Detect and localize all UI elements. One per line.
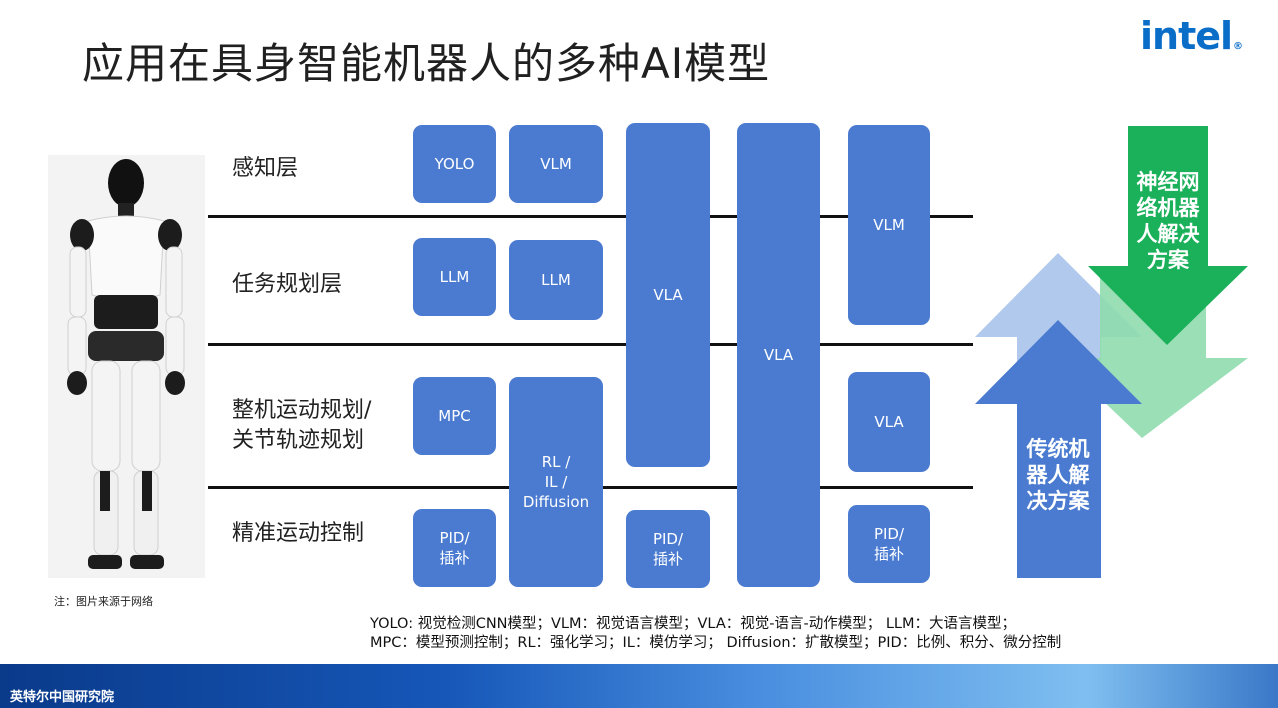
neural-arrow-icon bbox=[1088, 126, 1248, 345]
box-rl-line1: RL / bbox=[541, 453, 571, 471]
neural-label-line1: 神经网 bbox=[1136, 170, 1200, 194]
box-rl-il-diffusion: RL / IL / Diffusion bbox=[509, 377, 603, 587]
box-llm-2: LLM bbox=[509, 240, 603, 320]
humanoid-robot-icon bbox=[67, 159, 185, 569]
box-vla-small: VLA bbox=[848, 372, 930, 472]
box-pid-1-line1: PID/ bbox=[439, 529, 470, 547]
layer-label-precise-control: 精准运动控制 bbox=[232, 521, 365, 546]
box-mpc: MPC bbox=[413, 377, 496, 455]
layer-label-perception: 感知层 bbox=[232, 156, 299, 181]
layer-divider-1 bbox=[208, 215, 973, 218]
box-pid-3-line1: PID/ bbox=[873, 525, 905, 543]
box-pid-3: PID/ 插补 bbox=[848, 505, 930, 583]
traditional-solution-label: 传统机 器人解 决方案 bbox=[1018, 436, 1098, 514]
footer-text: 英特尔中国研究院 bbox=[10, 690, 115, 705]
box-pid-1: PID/ 插补 bbox=[413, 509, 496, 587]
box-pid-1-line2: 插补 bbox=[439, 549, 470, 567]
box-vla-tall: VLA bbox=[626, 123, 710, 467]
footer-banner bbox=[0, 664, 1278, 708]
neural-label-line2: 络机器 bbox=[1136, 196, 1200, 220]
layer-label-task-planning: 任务规划层 bbox=[232, 272, 343, 297]
box-llm-1: LLM bbox=[413, 238, 496, 316]
traditional-label-line2: 器人解 bbox=[1026, 463, 1090, 487]
legend-line-1: YOLO: 视觉检测CNN模型；VLM：视觉语言模型；VLA：视觉-语言-动作模… bbox=[370, 616, 1017, 632]
robot-image bbox=[48, 155, 205, 578]
logo-registered-mark: ® bbox=[1233, 41, 1243, 52]
legend-line-2: MPC：模型预测控制；RL：强化学习；IL：模仿学习； Diffusion：扩散… bbox=[370, 635, 1062, 651]
box-pid-3-line2: 插补 bbox=[873, 545, 904, 563]
image-source-note: 注：图片来源于网络 bbox=[54, 595, 153, 608]
box-rl-line3: Diffusion bbox=[522, 493, 590, 511]
page-title: 应用在具身智能机器人的多种AI模型 bbox=[82, 39, 771, 88]
box-yolo: YOLO bbox=[413, 125, 496, 203]
neural-label-line3: 人解决 bbox=[1136, 222, 1200, 246]
box-vlm-1: VLM bbox=[509, 125, 603, 203]
layer-divider-2 bbox=[208, 343, 973, 346]
traditional-label-line3: 决方案 bbox=[1026, 489, 1090, 513]
solution-arrows bbox=[975, 126, 1248, 578]
box-rl-line2: IL / bbox=[544, 473, 568, 491]
box-pid-2-line1: PID/ bbox=[652, 530, 684, 548]
neural-solution-label: 神经网 络机器 人解决 方案 bbox=[1128, 169, 1208, 273]
traditional-label-line1: 传统机 bbox=[1026, 437, 1090, 461]
logo-text: intel bbox=[1140, 14, 1233, 58]
intel-logo: intel® bbox=[1140, 14, 1243, 58]
traditional-arrow-icon bbox=[975, 320, 1142, 578]
layer-label-motion-planning-line2: 关节轨迹规划 bbox=[232, 428, 365, 453]
box-pid-2: PID/ 插补 bbox=[626, 510, 710, 588]
box-vla-full: VLA bbox=[737, 123, 820, 587]
neural-label-line4: 方案 bbox=[1147, 248, 1189, 272]
layer-label-motion-planning-line1: 整机运动规划/ bbox=[232, 398, 372, 423]
box-vlm-2: VLM bbox=[848, 125, 930, 325]
box-pid-2-line2: 插补 bbox=[652, 550, 683, 568]
